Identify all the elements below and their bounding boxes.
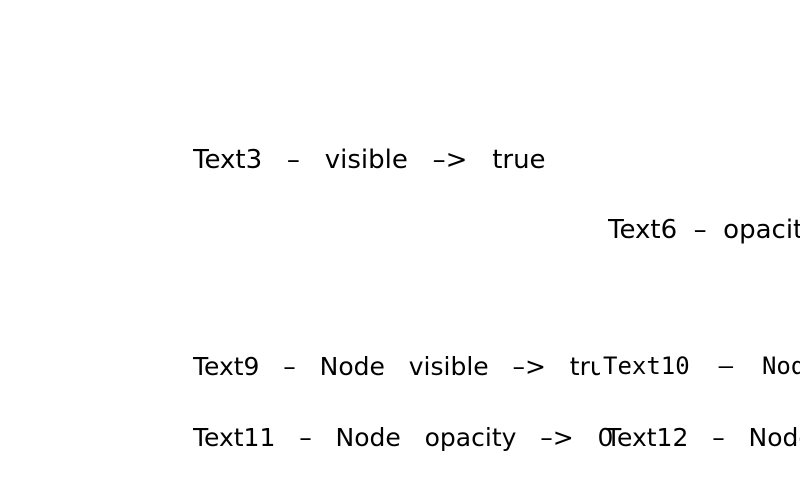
text-label-text3: Text3 – visible –> true xyxy=(193,145,546,175)
text-label-text11: Text11 – Node opacity –> 0 xyxy=(193,423,613,452)
text-label-text10: Text10 – Node xyxy=(603,352,800,380)
text-label-text6: Text6 – opacity xyxy=(608,215,800,245)
text-label-text9: Text9 – Node visible –> true xyxy=(193,352,600,381)
text-label-text12: Text12 – Node xyxy=(606,423,800,452)
